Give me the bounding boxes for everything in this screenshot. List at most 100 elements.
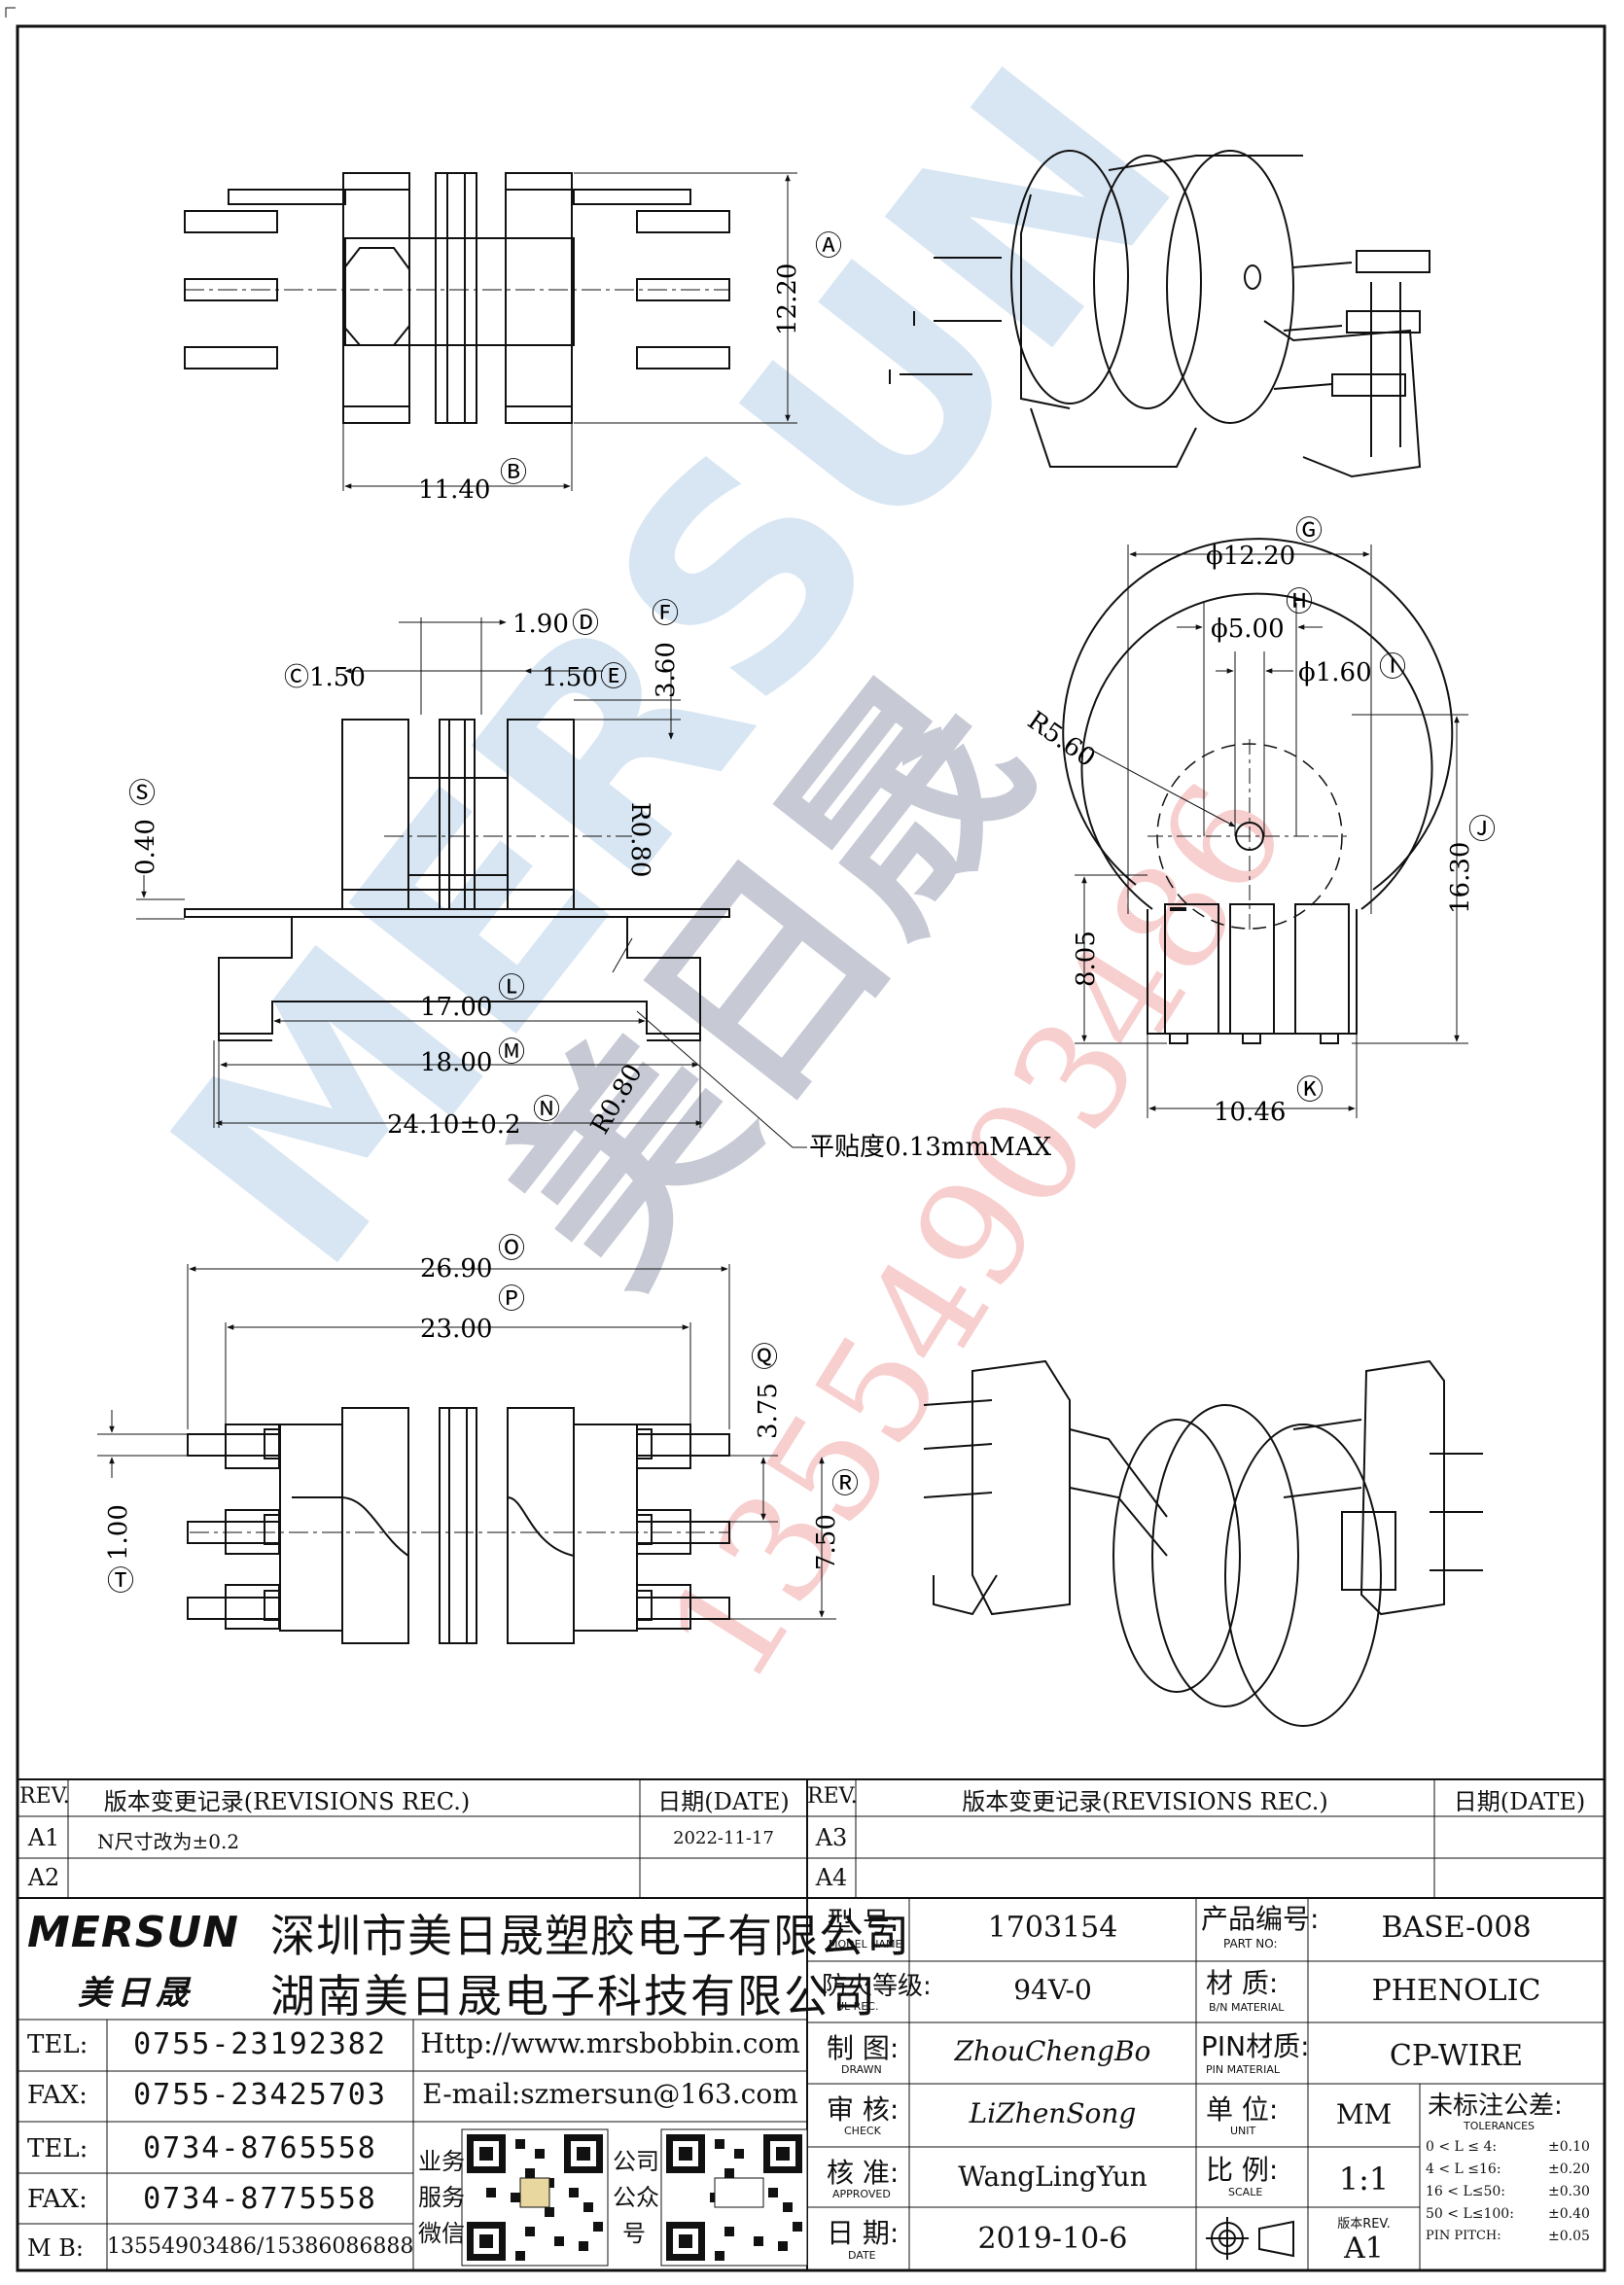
dim-t-value: 1.00: [104, 1504, 133, 1561]
drawn-label: 制 图:: [827, 2032, 900, 2064]
website-link[interactable]: Http://www.mrsbobbin.com: [420, 2027, 800, 2059]
dims-top: [342, 172, 797, 491]
unit-sub: UNIT: [1230, 2125, 1256, 2137]
dim-g-value: ϕ12.20: [1206, 542, 1295, 571]
dim-a-tag: Ⓐ: [815, 229, 842, 262]
rev-left-header-rev: REV.: [19, 1784, 70, 1809]
dim-i-tag: Ⓘ: [1379, 650, 1406, 683]
unit-label: 单 位:: [1206, 2093, 1279, 2126]
qr-code-official-account: [660, 2128, 808, 2267]
pin-material-label: PIN材质:: [1201, 2030, 1310, 2062]
dim-n-tag: Ⓝ: [533, 1093, 560, 1125]
dim-j-tag: Ⓙ: [1468, 813, 1496, 845]
tolerance-range-3: 16 < L≤50:: [1426, 2184, 1506, 2199]
ul-value: 94V-0: [1013, 1974, 1092, 2006]
dim-d-tag: Ⓓ: [572, 607, 599, 639]
qr1-label-2: 服务: [418, 2184, 465, 2211]
view-top: [184, 172, 730, 424]
dim-l-tag: Ⓛ: [498, 971, 525, 1003]
email-link[interactable]: E-mail:szmersun@163.com: [422, 2078, 798, 2110]
dim-n-value: 24.10±0.2: [387, 1110, 521, 1140]
dim-b-tag: Ⓑ: [500, 456, 527, 488]
tolerance-range-1: 0 < L ≤ 4:: [1426, 2139, 1498, 2155]
dims-bottom: [97, 1264, 836, 1620]
dim-i-value: ϕ1.60: [1298, 658, 1372, 687]
qr2-label-1: 公司: [613, 2148, 659, 2175]
tolerance-value-2: ±0.20: [1548, 2162, 1590, 2177]
material-sub: B/N MATERIAL: [1209, 2001, 1285, 2014]
ul-label: 防火等级:: [822, 1972, 932, 2001]
rev-right-header-date: 日期(DATE): [1453, 1788, 1586, 1815]
dim-q-tag: Ⓠ: [751, 1341, 778, 1373]
dim-e-tag: Ⓔ: [600, 660, 627, 692]
tel2-value: 0734-8765558: [143, 2131, 377, 2165]
pin-material-sub: PIN MATERIAL: [1206, 2063, 1280, 2076]
dim-h-tag: Ⓗ: [1286, 585, 1313, 617]
unit-value: MM: [1335, 2098, 1393, 2130]
tolerance-range-5: PIN PITCH:: [1426, 2229, 1501, 2243]
approved-sub: APPROVED: [832, 2188, 891, 2200]
dim-c-value: Ⓒ1.50: [284, 663, 366, 692]
model-sub: MODEL NAME: [829, 1938, 902, 1951]
dim-t-tag: Ⓣ: [107, 1564, 134, 1597]
tolerance-value-1: ±0.10: [1548, 2139, 1590, 2155]
check-value: LiZhenSong: [969, 2097, 1137, 2129]
part-sub: PART NO:: [1223, 1937, 1278, 1951]
tolerance-value-5: ±0.05: [1548, 2229, 1590, 2244]
tolerance-range-4: 50 < L≤100:: [1426, 2206, 1514, 2222]
dim-m-tag: Ⓜ: [498, 1036, 525, 1068]
fax1-value: 0755-23425703: [133, 2078, 387, 2112]
tel1-value: 0755-23192382: [133, 2027, 387, 2061]
dim-k-tag: Ⓚ: [1296, 1073, 1324, 1106]
tolerance-range-2: 4 < L ≤16:: [1426, 2162, 1501, 2177]
projection-symbol-icon: [1206, 2217, 1294, 2260]
fax2-value: 0734-8775558: [143, 2182, 377, 2216]
dim-o-value: 26.90: [420, 1254, 492, 1283]
scale-sub: SCALE: [1228, 2186, 1263, 2198]
drawn-sub: DRAWN: [841, 2063, 882, 2076]
dim-f-value: 3.60: [652, 642, 681, 698]
company-name-shenzhen: 深圳市美日晟塑胶电子有限公司: [270, 1910, 910, 1962]
dim-f-tag: Ⓕ: [652, 597, 679, 629]
pin-material-value: CP-WIRE: [1389, 2039, 1524, 2073]
dim-r080-a: R0.80: [625, 802, 654, 877]
dims-side: [136, 617, 807, 1148]
dim-j-value: 16.30: [1446, 842, 1475, 914]
dim-h-value: ϕ5.00: [1211, 615, 1285, 644]
dim-s-value: 0.40: [131, 819, 160, 875]
dim-k-value: 10.46: [1214, 1098, 1286, 1127]
rev-left-header-date: 日期(DATE): [657, 1788, 790, 1815]
tolerance-label: 未标注公差:: [1428, 2092, 1563, 2121]
dim-p-value: 23.00: [420, 1315, 492, 1344]
model-label: 型 号:: [827, 1906, 900, 1938]
date-value: 2019-10-6: [977, 2222, 1128, 2256]
qr-code-business: [461, 2128, 609, 2267]
approved-value: WangLingYun: [958, 2161, 1147, 2193]
dim-s-tag: Ⓢ: [128, 777, 156, 809]
dim-r-value: 7.50: [812, 1514, 841, 1570]
drawn-value: ZhouChengBo: [954, 2035, 1151, 2067]
company-name-hunan: 湖南美日晟电子科技有限公司: [270, 1970, 877, 2022]
model-value: 1703154: [987, 1911, 1118, 1945]
approved-label: 核 准:: [827, 2157, 900, 2189]
rev-right-row-rev: A4: [815, 1864, 848, 1891]
material-value: PHENOLIC: [1371, 1974, 1541, 2008]
scale-value: 1:1: [1338, 2161, 1390, 2197]
qr1-label-3: 微信: [418, 2220, 465, 2247]
dim-r560: R5.60: [1022, 706, 1101, 773]
view-iso-top: [889, 150, 1430, 478]
rev-left-row-desc: N尺寸改为±0.2: [97, 1830, 240, 1853]
view-iso-bottom: [923, 1359, 1483, 1727]
tolerance-value-3: ±0.30: [1548, 2184, 1590, 2199]
check-label: 审 核:: [827, 2093, 900, 2126]
rev-right-header-desc: 版本变更记录(REVISIONS REC.): [962, 1788, 1328, 1815]
dim-p-tag: Ⓟ: [498, 1283, 525, 1315]
dim-q-value: 3.75: [754, 1383, 783, 1439]
rev-left-row-rev: A1: [27, 1824, 60, 1851]
dim-805: 8.05: [1072, 931, 1101, 987]
check-sub: CHECK: [844, 2125, 881, 2137]
rev-left-row-rev: A2: [27, 1864, 60, 1891]
rev-right-row-rev: A3: [815, 1824, 848, 1851]
date-sub: DATE: [848, 2249, 876, 2262]
qr1-label-1: 业务: [418, 2148, 465, 2175]
